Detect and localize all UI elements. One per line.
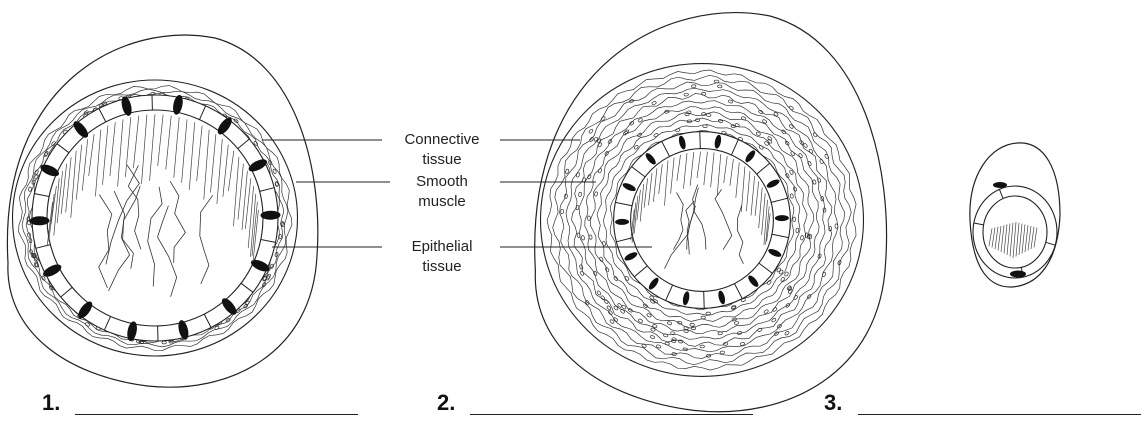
- answer-number-1: 1.: [42, 390, 60, 416]
- answer-blank-2[interactable]: [470, 414, 753, 415]
- epithelial-inner-edge: [47, 110, 263, 326]
- vessel-2-vein: [535, 13, 887, 412]
- answer-blank-1[interactable]: [75, 414, 358, 415]
- vessel-1-artery: [7, 35, 317, 387]
- answer-number-3: 3.: [824, 390, 842, 416]
- label-smooth-line2: muscle: [382, 192, 502, 212]
- answer-blank-3[interactable]: [858, 414, 1141, 415]
- answer-number-2: 2.: [437, 390, 455, 416]
- epithelial-inner-edge: [631, 149, 774, 292]
- label-epithelial-tissue: Epithelial tissue: [382, 237, 502, 277]
- label-epithelial-line2: tissue: [382, 257, 502, 277]
- vessel-3-capillary: [970, 143, 1060, 287]
- label-connective-line1: Connective: [382, 130, 502, 150]
- epithelial-cell-boundary: [700, 132, 701, 149]
- epithelial-cell-boundary: [704, 291, 705, 308]
- label-smooth-muscle: Smooth muscle: [382, 172, 502, 212]
- capillary-cell-nucleus: [993, 182, 1007, 188]
- capillary-cell-nucleus: [1010, 271, 1026, 278]
- label-epithelial-line1: Epithelial: [382, 237, 502, 257]
- label-connective-line2: tissue: [382, 150, 502, 170]
- label-connective-tissue: Connective tissue: [382, 130, 502, 170]
- label-smooth-line1: Smooth: [382, 172, 502, 192]
